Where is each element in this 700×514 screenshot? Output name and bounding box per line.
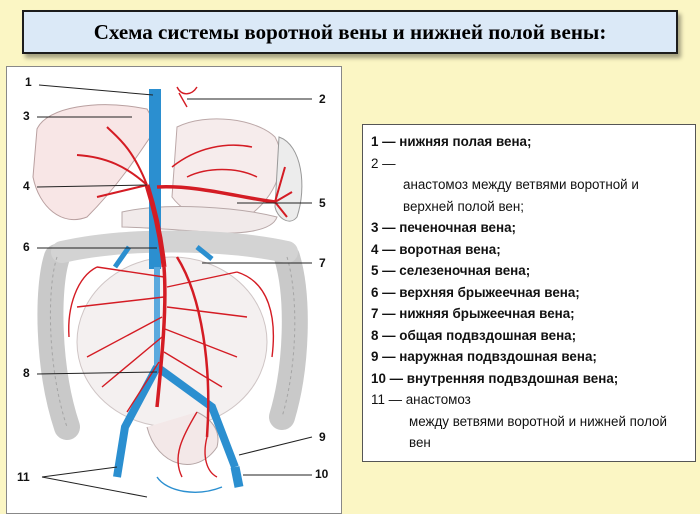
anatomy-figure: 1 2 3 4 5 6 7 8 9 10 11: [6, 66, 342, 514]
blue-branch-1: [112, 245, 132, 269]
callout-line-11b: [41, 476, 148, 498]
external-iliac: [230, 466, 244, 488]
legend-item-3: 3 — печеночная вена;: [371, 220, 516, 235]
callout-4: 4: [23, 179, 30, 193]
legend-item-1: 1 — нижняя полая вена;: [371, 134, 532, 149]
anastomosis-rectal-blue: [156, 476, 223, 493]
legend-item-11: 11 — анастомоз: [371, 392, 471, 407]
callout-8: 8: [23, 366, 30, 380]
colon-transverse: [51, 230, 298, 263]
callout-1: 1: [25, 75, 32, 89]
rectal-branches: [177, 411, 218, 478]
colon-outline-left: [49, 256, 68, 428]
common-iliac-left: [113, 365, 161, 478]
callout-5: 5: [319, 196, 326, 210]
legend-item-6: 6 — верхняя брыжеечная вена;: [371, 284, 580, 300]
legend-item-8: 8 — общая подвздошная вена;: [371, 327, 577, 343]
legend-item-5: 5 — селезеночная вена;: [371, 263, 531, 278]
legend-item-2-text: анастомоз между ветвями воротной и верхн…: [403, 177, 639, 214]
colic-right: [68, 266, 98, 338]
mesenteric-fan-right: [163, 271, 248, 388]
superior-mesenteric: [155, 266, 167, 408]
gastric-branches: [171, 144, 258, 178]
callout-2: 2: [319, 92, 326, 106]
small-intestine-area: [76, 256, 268, 428]
legend-item-10: 10 — внутренняя подвздошная вена;: [371, 370, 619, 386]
blue-branch-2: [195, 245, 214, 261]
callout-7: 7: [319, 256, 326, 270]
legend-item-11-text: между ветвями воротной и нижней полой ве…: [409, 413, 667, 451]
callout-6: 6: [23, 240, 30, 254]
anatomy-illustration: [32, 84, 313, 498]
callout-3: 3: [23, 109, 30, 123]
anastomosis-esophageal: [176, 86, 198, 108]
callout-9: 9: [319, 430, 326, 444]
mesenteric-fan-left: [76, 266, 165, 413]
colic-left: [236, 271, 275, 358]
legend-item-9: 9 — наружная подвздошная вена;: [371, 349, 597, 364]
inferior-mesenteric: [175, 256, 210, 438]
callout-line-11a: [41, 466, 118, 478]
portal-vein: [144, 184, 167, 268]
legend-item-7: 7 — нижняя брыжеечная вена;: [371, 306, 575, 321]
splenic-vein: [156, 185, 276, 204]
legend-item-2: 2 —: [371, 155, 396, 171]
common-iliac-right: [154, 363, 239, 469]
liver-shape: [32, 104, 158, 221]
callout-line-9: [238, 436, 313, 456]
colon-descending: [269, 244, 308, 430]
diagram-title: Схема системы воротной вены и нижней пол…: [93, 19, 607, 44]
callout-11: 11: [17, 470, 30, 484]
callout-10: 10: [315, 467, 329, 481]
liver-branches: [76, 126, 148, 198]
legend-box: 1 — нижняя полая вена; 2 — анастомоз меж…: [362, 124, 696, 462]
spleen-shape: [274, 136, 303, 222]
spleen-branch-a: [274, 166, 293, 218]
callout-line-1: [38, 84, 154, 96]
callout-line-8: [36, 371, 158, 375]
colon-ascending: [37, 244, 80, 440]
title-box: Схема системы воротной вены и нижней пол…: [22, 10, 678, 54]
legend-item-4: 4 — воротная вена;: [371, 241, 501, 257]
callout-line-4: [36, 184, 148, 188]
